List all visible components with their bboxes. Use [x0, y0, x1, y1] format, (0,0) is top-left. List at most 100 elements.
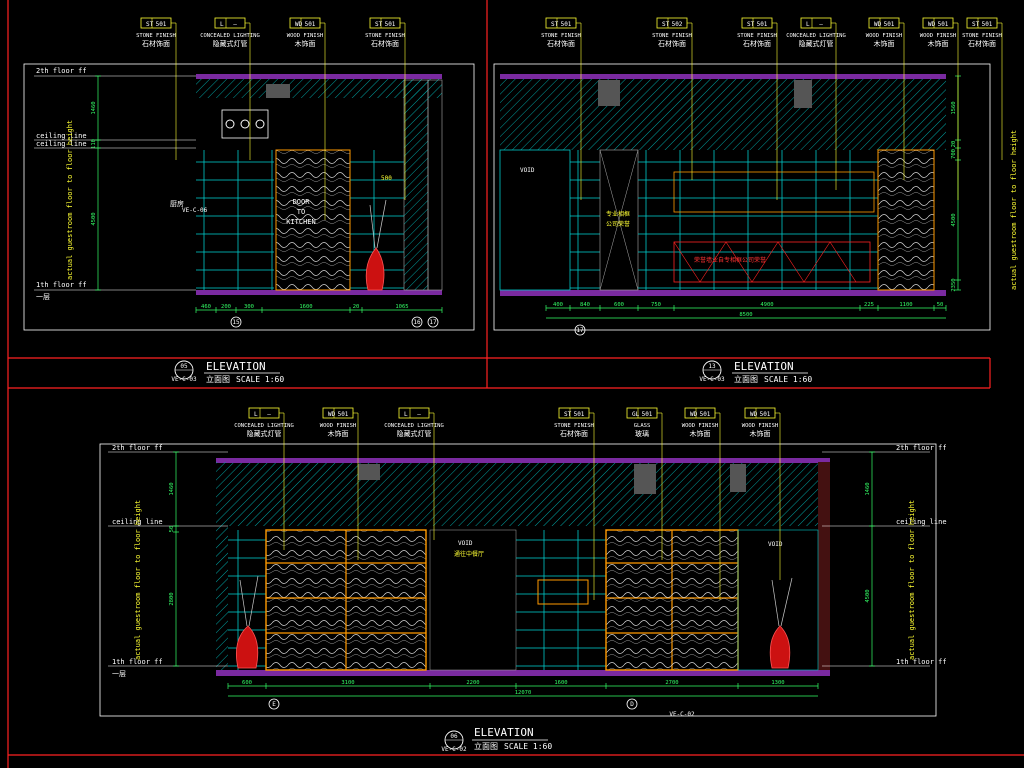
dim-value: 20	[353, 304, 360, 310]
tag-en: WOOD FINISH	[742, 423, 778, 429]
title-cn-05: 立面图	[206, 374, 230, 384]
title-text-13: ELEVATION	[734, 360, 794, 373]
dim-total: 8500	[739, 312, 752, 318]
level-ceiling-06: ceiling line	[112, 518, 163, 526]
dim-value: 225	[864, 302, 874, 308]
dim-value: 20	[951, 141, 957, 148]
dim-value: 200	[221, 304, 231, 310]
title-cn-06: 立面图	[474, 741, 498, 751]
dim-value: 4900	[760, 302, 773, 308]
grid-mark-17: 17	[429, 319, 437, 326]
level-bottom-cn-06: 一层	[112, 670, 126, 678]
tag-code: ST	[747, 21, 755, 28]
tag-num: 501	[642, 411, 653, 418]
dim-value: 1460	[91, 101, 97, 114]
dim-value: 3100	[341, 680, 354, 686]
tag-code: ST	[972, 21, 980, 28]
dim-value: 1560	[951, 101, 957, 114]
label-void-06b: VOID	[768, 541, 783, 548]
tag-num: 501	[574, 411, 585, 418]
tag-code: L	[806, 21, 810, 28]
tag-cn: 隐藏式灯管	[799, 39, 834, 48]
title-code-06: VE-C-02	[441, 746, 467, 753]
dim-value: 1600	[554, 680, 567, 686]
tag-code: ST	[662, 21, 670, 28]
tag-code: WD	[750, 411, 758, 418]
label-restaurant: 通往中餐厅	[454, 550, 484, 558]
tag-en: GLASS	[634, 423, 651, 429]
grid-mark-D: D	[630, 701, 634, 708]
level-ceiling-2: ceiling line	[36, 140, 87, 148]
tag-code: L	[404, 411, 408, 418]
tag-cn: 隐藏式灯管	[213, 39, 248, 48]
tag-en: STONE FINISH	[652, 33, 692, 39]
tag-code: ST	[375, 21, 383, 28]
level-top-06: 2th floor ff	[112, 444, 163, 452]
tag-code: WD	[295, 21, 303, 28]
callout-ref: VE-C-06	[182, 207, 208, 214]
tag-cn: 木饰面	[690, 429, 711, 438]
dim-value: 2200	[466, 680, 479, 686]
dim-value: 1600	[299, 304, 312, 310]
title-number-05: 05	[180, 363, 188, 370]
elevation-05: DOOR TO KITCHEN 2th floor ff ceiling lin…	[23, 17, 475, 331]
tag-cn: 石材饰面	[142, 39, 170, 48]
tag-en: STONE FINISH	[554, 423, 594, 429]
door-text-3: KITCHEN	[286, 218, 316, 226]
dim-value: 2700	[665, 680, 678, 686]
tag-num: —	[267, 411, 271, 418]
tag-num: 501	[338, 411, 349, 418]
grid-marks	[230, 316, 638, 710]
level-bottom-06: 1th floor ff	[112, 658, 163, 666]
tag-code: WD	[928, 21, 936, 28]
dim-value: 2350	[951, 278, 957, 291]
level-top-06r: 2th floor ff	[896, 444, 947, 452]
title-block-13: 13 VE-C-03 ELEVATION 立面图 SCALE 1:60	[699, 360, 812, 384]
level-bottom-06r: 1th floor ff	[896, 658, 947, 666]
dim-value: 1100	[899, 302, 912, 308]
dim-value: 600	[242, 680, 252, 686]
tag-num: 501	[385, 21, 396, 28]
dim-value: 4500	[951, 213, 957, 226]
tag-code: L	[220, 21, 224, 28]
tag-en: STONE FINISH	[737, 33, 777, 39]
callout-500: 500	[381, 175, 392, 182]
level-bottom-cn: 一层	[36, 293, 50, 301]
level-ceiling-06r: ceiling line	[896, 518, 947, 526]
tag-en: CONCEALED LIGHTING	[234, 423, 294, 429]
tag-num: 501	[884, 21, 895, 28]
title-scale-13: SCALE 1:60	[764, 375, 812, 384]
tag-num: —	[233, 21, 237, 28]
level-bottom: 1th floor ff	[36, 281, 87, 289]
tag-num: 501	[760, 411, 771, 418]
dim-value: 1460	[169, 482, 175, 495]
title-block-06: 06 VE-C-02 ELEVATION 立面图 SCALE 1:60	[441, 726, 552, 753]
label-honor: 公司荣誉	[606, 220, 630, 228]
door-text-1: DOOR	[293, 198, 311, 206]
tag-cn: 石材饰面	[743, 39, 771, 48]
tag-en: CONCEALED LIGHTING	[200, 33, 260, 39]
tag-cn: 隐藏式灯管	[247, 429, 282, 438]
callout-06: VE-C-02	[669, 711, 695, 718]
dim-total: 12070	[515, 690, 532, 696]
tag-cn: 玻璃	[635, 429, 649, 438]
tag-num: 501	[982, 21, 993, 28]
tag-cn: 石材饰面	[547, 39, 575, 48]
level-ceiling-1: ceiling line	[36, 132, 87, 140]
dim-value: 700	[951, 149, 957, 159]
